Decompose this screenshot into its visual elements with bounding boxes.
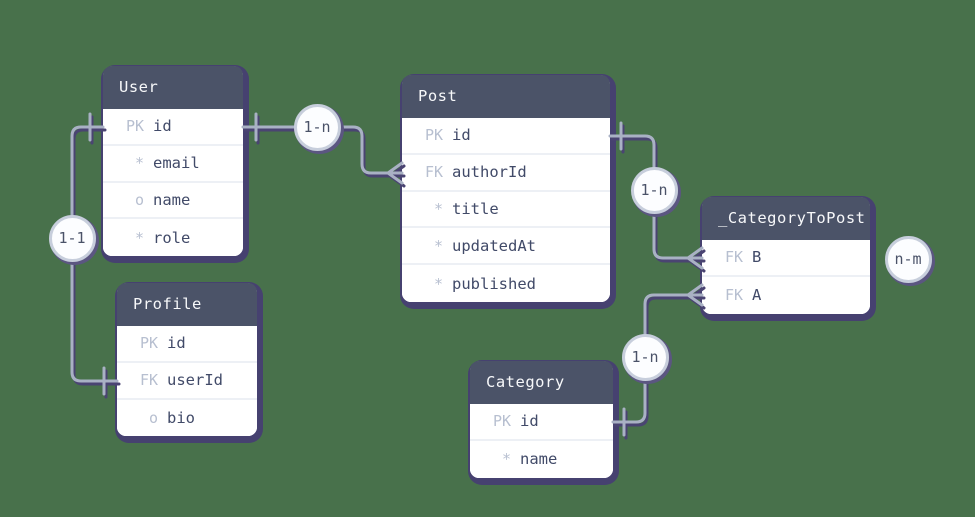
field-name: name: [520, 450, 558, 469]
field-name: id: [452, 126, 471, 145]
table-title-post: Post: [402, 75, 610, 118]
field-key-badge: *: [433, 199, 443, 218]
table-title-categorytopost: _CategoryToPost: [702, 197, 870, 240]
field-row-user-role: * role: [103, 219, 243, 257]
field-name: id: [167, 334, 186, 353]
relation-label-user-post: 1-n: [293, 103, 341, 151]
field-name: updatedAt: [452, 236, 536, 255]
field-key-badge: FK: [424, 163, 443, 182]
field-name: published: [452, 274, 536, 293]
field-row-user-id: PK id: [103, 109, 243, 146]
field-row-post-title: * title: [402, 191, 610, 229]
field-row-post-id: PK id: [402, 118, 610, 155]
table-body-categorytopost: FK B FK A: [702, 240, 870, 314]
table-title-profile: Profile: [117, 283, 257, 326]
field-key-badge: o: [148, 408, 158, 427]
field-row-post-published: * published: [402, 265, 610, 302]
field-name: bio: [167, 408, 195, 427]
field-key-badge: PK: [125, 117, 144, 136]
field-key-badge: *: [433, 236, 443, 255]
field-key-badge: FK: [139, 371, 158, 390]
field-key-badge: *: [433, 274, 443, 293]
table-title-category: Category: [470, 361, 613, 404]
field-key-badge: o: [134, 190, 144, 209]
field-key-badge: *: [501, 450, 511, 469]
field-name: role: [153, 228, 191, 247]
field-name: authorId: [452, 163, 527, 182]
field-name: B: [752, 248, 762, 267]
field-key-badge: *: [134, 154, 144, 173]
field-name: title: [452, 199, 499, 218]
field-row-categorytopost-B: FK B: [702, 240, 870, 277]
field-key-badge: PK: [139, 334, 158, 353]
relation-label-user-profile: 1-1: [48, 214, 96, 262]
field-key-badge: *: [134, 228, 144, 247]
field-row-category-name: * name: [470, 440, 613, 478]
table-title-user: User: [103, 66, 243, 109]
field-row-categorytopost-A: FK A: [702, 276, 870, 314]
table-body-category: PK id * name: [470, 404, 613, 478]
relation-label-category-categorytopost: 1-n: [621, 333, 669, 381]
field-name: userId: [167, 371, 223, 390]
field-row-profile-userId: FK userId: [117, 362, 257, 400]
relation-label-many-to-many: n-m: [884, 235, 932, 283]
field-row-post-updatedAt: * updatedAt: [402, 228, 610, 266]
field-name: email: [153, 154, 200, 173]
field-key-badge: PK: [492, 412, 511, 431]
field-name: A: [752, 286, 762, 305]
field-key-badge: FK: [724, 286, 743, 305]
field-name: name: [153, 190, 191, 209]
field-row-user-email: * email: [103, 145, 243, 183]
field-key-badge: PK: [424, 126, 443, 145]
field-row-profile-id: PK id: [117, 326, 257, 363]
field-name: id: [520, 412, 539, 431]
field-name: id: [153, 117, 172, 136]
relation-label-post-categorytopost: 1-n: [630, 166, 678, 214]
field-key-badge: FK: [724, 248, 743, 267]
field-row-category-id: PK id: [470, 404, 613, 441]
field-row-post-authorId: FK authorId: [402, 154, 610, 192]
